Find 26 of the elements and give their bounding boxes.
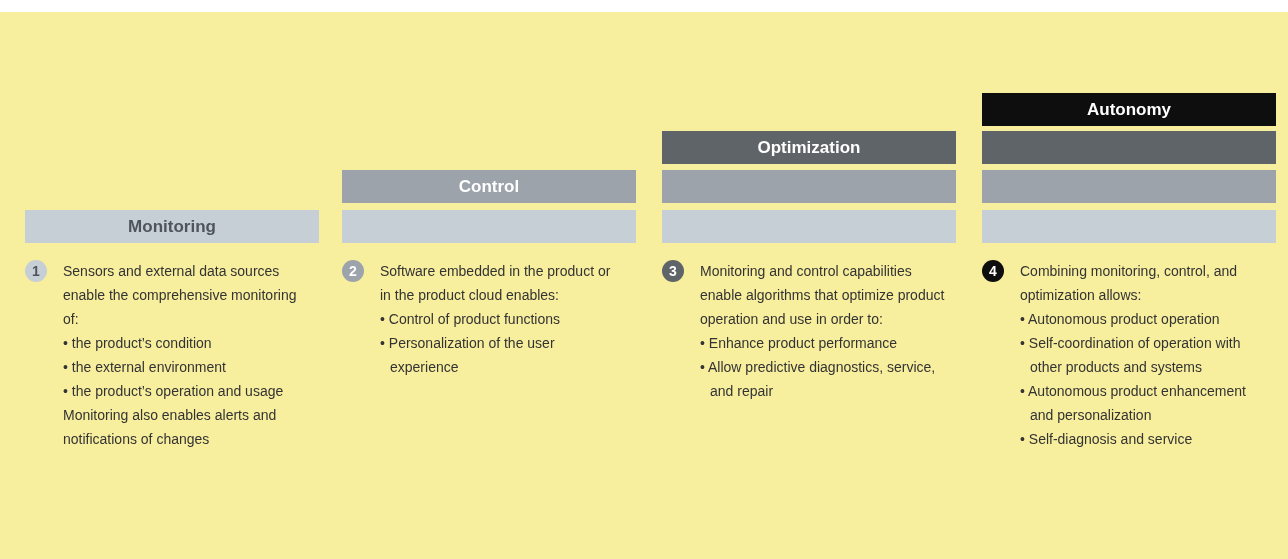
bullet-item: • Autonomous product operation xyxy=(1020,310,1221,329)
description-text: Combining monitoring, control, and optimization allows: xyxy=(1020,262,1239,305)
level-bar xyxy=(662,170,956,203)
stage-bar: Monitoring xyxy=(25,210,319,243)
level-bar xyxy=(342,210,636,243)
bullet-item: • Autonomous product enhancement and personalization xyxy=(1020,382,1247,425)
bullet-item: • Personalization of the user experience xyxy=(380,334,556,377)
bullet-item: • Control of product functions xyxy=(380,310,561,329)
description-text: Monitoring also enables alerts and notifications of changes xyxy=(63,406,278,449)
level-bar xyxy=(982,131,1276,164)
level-bar xyxy=(982,210,1276,243)
bullet-item: • Allow predictive diagnostics, service, and repair xyxy=(700,358,937,401)
bullet-item: • Enhance product performance xyxy=(700,334,899,353)
stage-bar: Optimization xyxy=(662,131,956,164)
description-text: Sensors and external data sources enable the comprehensive monitoring of: xyxy=(63,262,298,329)
level-bar xyxy=(662,210,956,243)
stage-bar: Autonomy xyxy=(982,93,1276,126)
bullet-item: • the product’s condition xyxy=(63,334,213,353)
stage-bar: Control xyxy=(342,170,636,203)
bullet-item: • the product’s operation and usage xyxy=(63,382,285,401)
description-text: Monitoring and control capabilities enable algorithms that optimize product operation and use in order to: xyxy=(700,262,945,329)
bullet-item: • the external environment xyxy=(63,358,227,377)
bullet-item: • Self-coordination of operation with other products and systems xyxy=(1020,334,1242,377)
description-text: Software embedded in the product or in the product cloud enables: xyxy=(380,262,612,305)
level-bar xyxy=(982,170,1276,203)
bullet-item: • Self-diagnosis and service xyxy=(1020,430,1194,449)
